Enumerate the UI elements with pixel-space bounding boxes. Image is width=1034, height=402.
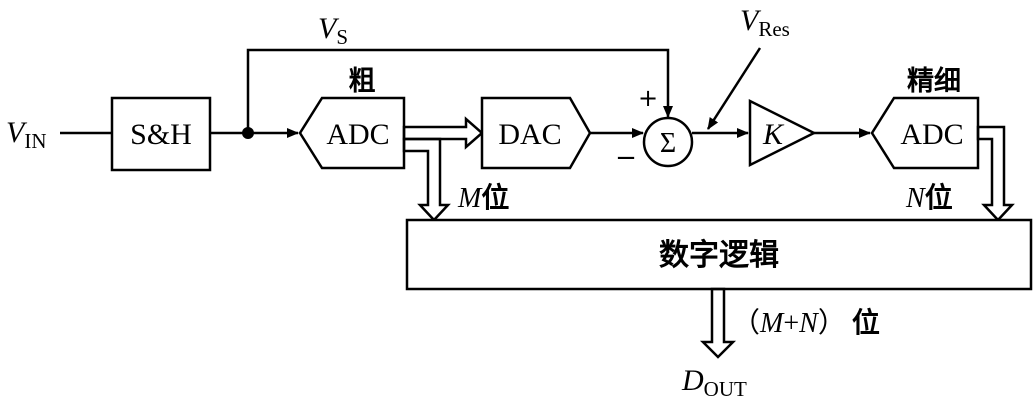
sample-hold-label: S&H <box>130 118 192 151</box>
fine-label: 精细 <box>907 65 961 97</box>
fine-adc-label: ADC <box>900 118 963 151</box>
coarse-to-dac-bus <box>402 116 484 150</box>
vres-pointer <box>706 47 762 130</box>
digital-logic-block <box>405 218 1033 291</box>
dout-label: DOUT <box>681 364 747 401</box>
amplifier-gain-label: K <box>762 118 785 151</box>
dac-label: DAC <box>498 118 561 151</box>
output-bus <box>699 287 737 359</box>
vs-label: VS <box>318 12 348 49</box>
vin-label: VIN <box>6 116 47 153</box>
m-bits-label: M位 <box>457 181 509 214</box>
dac-block <box>480 96 592 170</box>
summing-junction <box>642 116 694 168</box>
n-bits-bus <box>976 125 1015 222</box>
amplifier-block <box>748 98 817 168</box>
sum-symbol: Σ <box>660 128 676 159</box>
output-bits-label: （M+N）位 <box>732 306 880 339</box>
n-bits-label: N位 <box>905 181 953 214</box>
coarse-label: 粗 <box>349 66 376 97</box>
digital-logic-label: 数字逻辑 <box>659 238 779 273</box>
vres-label: VRes <box>740 4 790 41</box>
m-bits-bus <box>402 137 451 222</box>
minus-sign: − <box>615 143 637 173</box>
vs-feedforward-wire <box>246 48 673 133</box>
plus-sign: + <box>638 84 658 112</box>
coarse-adc-label: ADC <box>326 118 389 151</box>
